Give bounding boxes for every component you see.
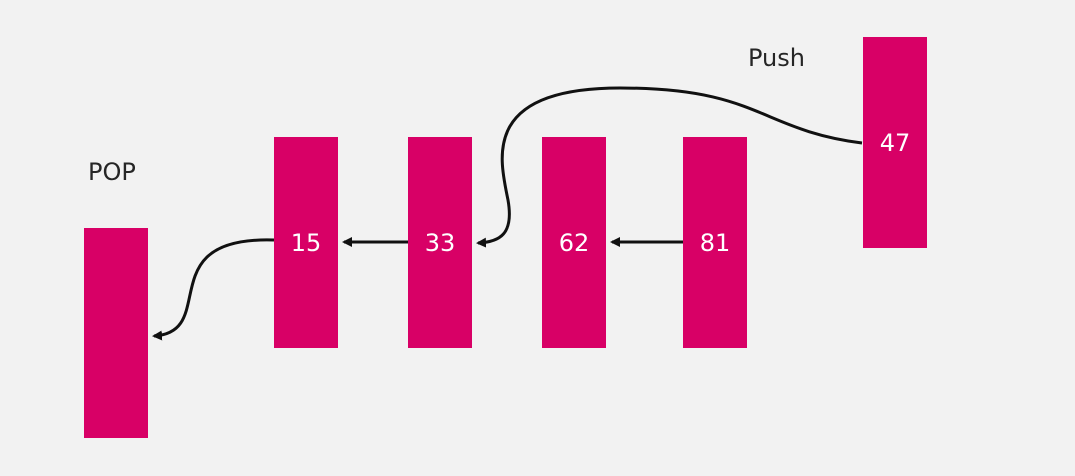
stack-node-62: 62 [542,137,606,348]
pop-label: POP [88,158,136,186]
stack-node-15: 15 [274,137,338,348]
push-label: Push [748,44,805,72]
stack-node-81: 81 [683,137,747,348]
popped-node [84,228,148,438]
arrow-15-to-pop [152,238,275,341]
pushed-node-47: 47 [863,37,927,248]
stack-node-33: 33 [408,137,472,348]
arrow-47-to-33 [476,86,863,248]
